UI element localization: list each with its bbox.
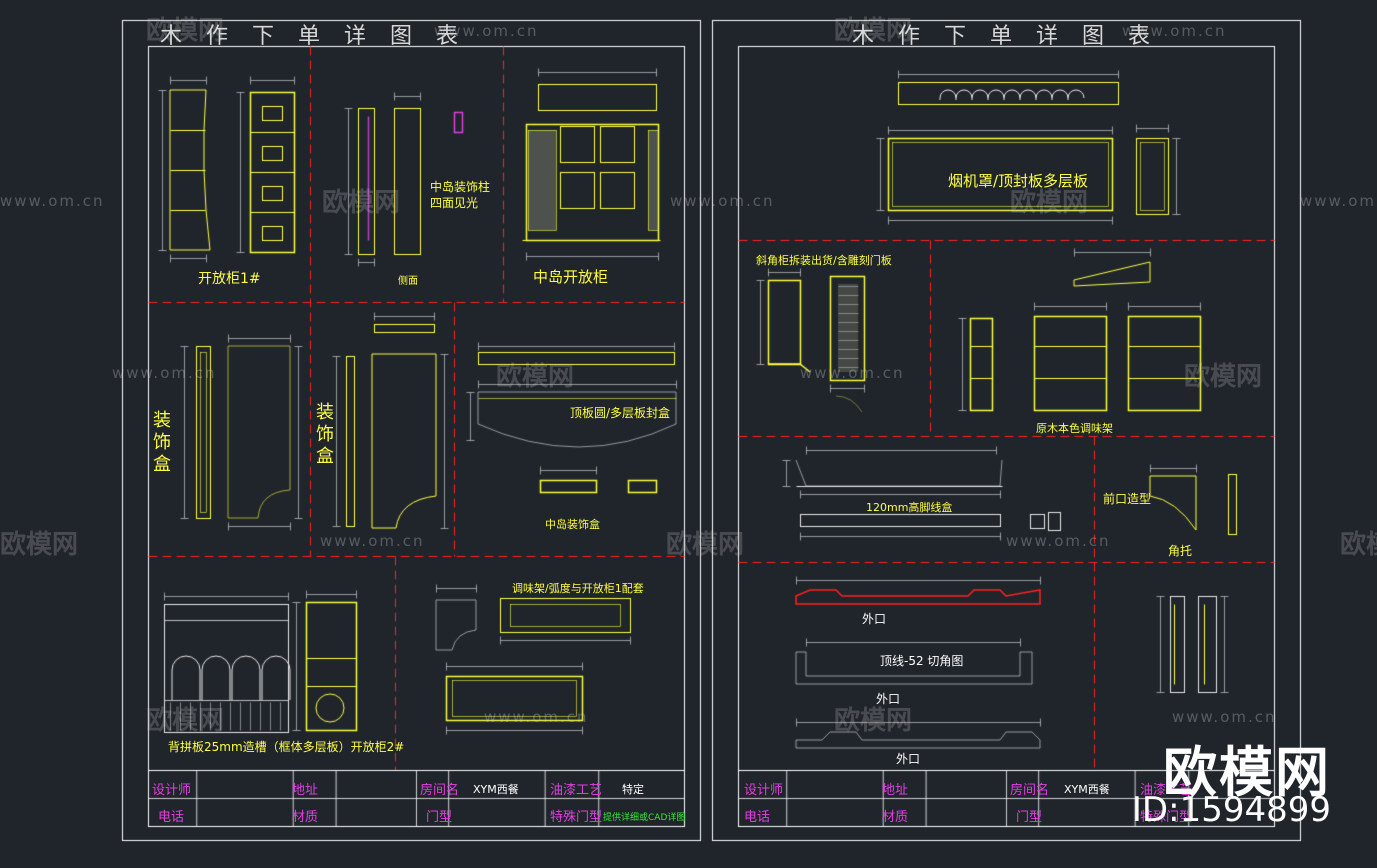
watermark-url: www.om.cn <box>112 364 217 382</box>
watermark-url: www.om.cn <box>1172 708 1277 726</box>
tb-left-door: 门型 <box>426 810 453 825</box>
label-deco-box-1b: 饰 <box>153 432 171 453</box>
watermark-brand: 欧模网 <box>322 188 401 218</box>
tb-left-room: 房间名 <box>420 783 460 798</box>
tb-left-note: 提供详细或CAD详图 <box>603 813 686 823</box>
tb-right-material: 材质 <box>882 810 909 825</box>
watermark-brand: 欧模网 <box>834 16 913 46</box>
label-120-line-box: 120mm高脚线盒 <box>866 501 953 514</box>
label-four-sides: 四面见光 <box>430 196 479 210</box>
sheet-title-left: 木作下单详图表 <box>160 24 483 49</box>
watermark-url: www.om.cn <box>1122 22 1227 40</box>
watermark-id: ID:1594899 <box>1131 790 1331 830</box>
label-front-shape: 前口造型 <box>1103 492 1152 506</box>
watermark-brand: 欧模网 <box>666 530 745 560</box>
watermark-url: www.om.cn <box>1300 192 1377 210</box>
label-bracket: 角托 <box>1168 544 1193 558</box>
tb-right-door: 门型 <box>1016 810 1043 825</box>
tb-right-room-value: XYM西餐 <box>1064 783 1110 796</box>
label-corner-cabinet: 斜角柜拆装出货/含雕刻门板 <box>756 254 892 267</box>
watermark-brand-large: 欧模网 <box>1163 741 1331 804</box>
tb-left-address: 地址 <box>292 783 319 798</box>
tb-right-designer: 设计师 <box>744 783 784 798</box>
watermark-url: www.om.cn <box>800 364 905 382</box>
watermark-url: www.om.cn <box>670 192 775 210</box>
label-deco-box-1c: 盒 <box>153 454 171 475</box>
watermark-brand: 欧模网 <box>1010 188 1089 218</box>
tb-right-paint: 油漆工艺 <box>1140 783 1193 798</box>
label-deco-box-2b: 饰 <box>316 424 334 445</box>
label-island-column: 中岛装饰柱 <box>430 180 491 194</box>
label-wood-spice-rack: 原木本色调味架 <box>1036 422 1113 435</box>
watermark-url: www.om.cn <box>0 192 105 210</box>
watermark-brand: 欧模网 <box>496 362 575 392</box>
label-ceiling-box: 顶板圆/多层板封盒 <box>570 406 671 420</box>
tb-right-special-door: 特殊门型 <box>1140 810 1193 825</box>
tb-left-paint: 油漆工艺 <box>550 783 603 798</box>
tb-left-designer: 设计师 <box>152 783 192 798</box>
label-open-cabinet-1: 开放柜1# <box>198 271 261 287</box>
label-side: 侧面 <box>398 276 418 287</box>
tb-right-room: 房间名 <box>1010 783 1050 798</box>
label-top-line: 顶线-52 切角图 <box>880 654 964 668</box>
tb-left-material: 材质 <box>292 810 319 825</box>
label-island-cabinet: 中岛开放柜 <box>533 268 609 286</box>
watermark-url: www.om.cn <box>320 532 425 550</box>
watermark-brand: 欧模网 <box>146 16 225 46</box>
watermark-brand: 欧模网 <box>1184 362 1263 392</box>
watermark-brand: 欧模网 <box>146 706 225 736</box>
tb-left-room-value: XYM西餐 <box>473 783 519 796</box>
label-range-hood: 烟机罩/顶封板多层板 <box>948 172 1089 190</box>
watermark-brand: 欧模网 <box>1340 530 1377 560</box>
label-outer-1: 外口 <box>862 612 887 626</box>
label-outer-3: 外口 <box>896 752 921 766</box>
watermark-url: www.om.cn <box>484 708 589 726</box>
watermark-brand: 欧模网 <box>0 530 79 560</box>
tb-left-paint-value: 特定 <box>622 783 644 796</box>
watermark-url: www.om.cn <box>434 22 539 40</box>
label-deco-box-2a: 装 <box>316 402 334 423</box>
label-spice-rack: 调味架/弧度与开放柜1配套 <box>512 582 644 595</box>
tb-left-phone: 电话 <box>158 810 185 825</box>
watermark-brand: 欧模网 <box>834 706 913 736</box>
label-deco-box-2c: 盒 <box>316 446 334 467</box>
tb-left-special-door: 特殊门型 <box>550 810 603 825</box>
tb-right-phone: 电话 <box>744 810 771 825</box>
watermark-url: www.om.cn <box>1006 532 1111 550</box>
label-deco-box-1a: 装 <box>153 410 171 431</box>
label-island-deco-box: 中岛装饰盒 <box>545 518 600 531</box>
sheet-title-right: 木作下单详图表 <box>852 24 1175 49</box>
label-outer-2: 外口 <box>876 692 901 706</box>
tb-right-address: 地址 <box>882 783 909 798</box>
label-open-cabinet-2: 背拼板25mm造槽（框体多层板）开放柜2# <box>168 740 405 754</box>
